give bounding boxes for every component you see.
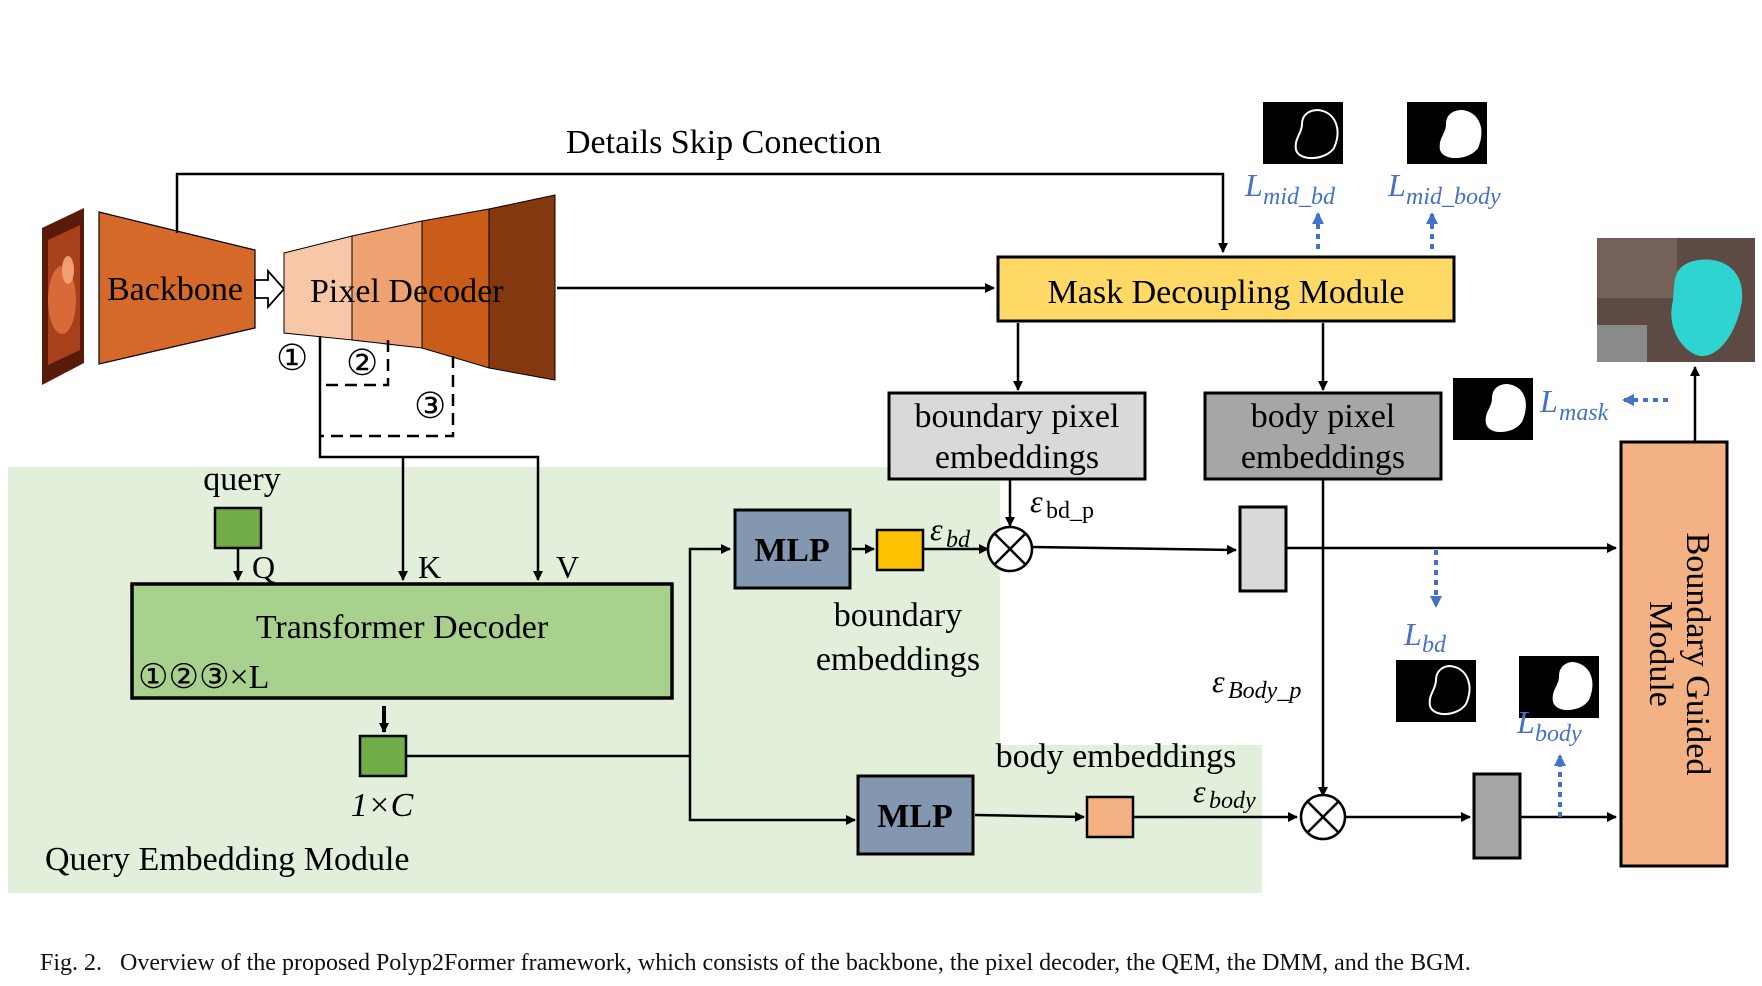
loss-mid-bd: L mid_bd bbox=[1244, 167, 1336, 210]
transformer-decoder-label: Transformer Decoder bbox=[256, 609, 549, 646]
eps-body-label: ε body bbox=[1193, 773, 1256, 814]
backbone-block bbox=[98, 211, 256, 365]
eps-bd-p-label: ε bd_p bbox=[1030, 483, 1094, 524]
svg-text:L: L bbox=[1403, 616, 1422, 652]
boundary-mult-to-mask-arrow bbox=[1031, 544, 1237, 555]
scale-marker-3: ③ bbox=[414, 386, 446, 426]
multiscale-feature-lines bbox=[320, 340, 455, 438]
query-to-mlp-top-arrow bbox=[688, 544, 731, 756]
details-skip-connection-line bbox=[175, 172, 1228, 253]
loss-bd-subscript: bd bbox=[1422, 632, 1447, 658]
pixel-decoder-stage-4 bbox=[488, 194, 556, 381]
boundary-embedding-square bbox=[875, 528, 925, 572]
transformer-repeat-label: ①②③×L bbox=[138, 659, 269, 696]
svg-text:L: L bbox=[1516, 704, 1535, 740]
body-multiply-op bbox=[1299, 793, 1347, 841]
body-pixel-line1: body pixel bbox=[1251, 398, 1395, 435]
loss-mid-body-subscript: mid_body bbox=[1406, 184, 1501, 210]
body-mask-bar bbox=[1472, 772, 1522, 860]
backbone-label: Backbone bbox=[107, 271, 243, 308]
body-embedding-square bbox=[1085, 795, 1135, 839]
mid-body-mask bbox=[1407, 102, 1487, 164]
query-out-label: 1×C bbox=[351, 787, 414, 824]
pixel-decoder-label: Pixel Decoder bbox=[310, 273, 504, 310]
bgm-label-line2: Module bbox=[1642, 601, 1679, 707]
loss-mid-bd-subscript: mid_bd bbox=[1263, 184, 1336, 210]
scale-marker-2: ② bbox=[346, 343, 378, 383]
loss-mask-subscript: mask bbox=[1559, 400, 1609, 426]
query-to-mlp-bottom-arrow bbox=[688, 756, 856, 825]
boundary-pixel-line2: embeddings bbox=[935, 439, 1099, 476]
loss-mask: L mask bbox=[1539, 383, 1609, 426]
qem-label: Query Embedding Module bbox=[45, 841, 410, 878]
transformer-decoder bbox=[130, 582, 674, 700]
input-image bbox=[42, 208, 84, 385]
query-square bbox=[213, 506, 263, 550]
eps-bd-label: ε bd bbox=[930, 511, 971, 553]
boundary-guided-module bbox=[1619, 440, 1729, 868]
figure-number: Fig. 2. bbox=[40, 950, 103, 976]
eps-body-p-label: ε Body_p bbox=[1212, 663, 1301, 704]
svg-text:ε: ε bbox=[930, 511, 943, 547]
q-label: Q bbox=[252, 549, 275, 585]
mlp-bottom-to-emb-arrow bbox=[974, 811, 1085, 822]
bd-gt-mask bbox=[1396, 660, 1476, 722]
query-label: query bbox=[203, 461, 280, 498]
svg-text:bd: bd bbox=[946, 527, 971, 553]
boundary-emb-line1: boundary bbox=[834, 597, 962, 634]
svg-text:L: L bbox=[1244, 167, 1263, 203]
body-embeddings-label: body embeddings bbox=[996, 738, 1237, 775]
svg-text:Body_p: Body_p bbox=[1228, 678, 1301, 704]
svg-text:ε: ε bbox=[1193, 773, 1206, 809]
scale-marker-1: ① bbox=[276, 338, 308, 378]
mlp-top bbox=[733, 508, 852, 590]
caption-text: Overview of the proposed Polyp2Former fr… bbox=[120, 950, 1471, 976]
boundary-multiply-op bbox=[986, 525, 1034, 573]
svg-text:ε: ε bbox=[1212, 663, 1225, 699]
loss-body: L body bbox=[1516, 704, 1582, 747]
mask-decoupling-module bbox=[996, 255, 1456, 323]
v-label: V bbox=[556, 549, 579, 585]
output-segmentation-image bbox=[1597, 238, 1755, 362]
mask-decoupling-label: Mask Decoupling Module bbox=[1048, 274, 1405, 311]
scale-1-line bbox=[318, 336, 543, 581]
svg-text:ε: ε bbox=[1030, 483, 1043, 519]
mlp-bottom-label: MLP bbox=[877, 798, 953, 835]
body-gt-mask bbox=[1519, 656, 1599, 718]
svg-text:body: body bbox=[1209, 788, 1256, 814]
body-pixel-line2: embeddings bbox=[1241, 439, 1405, 476]
gt-mask-image bbox=[1453, 378, 1533, 440]
k-label: K bbox=[418, 549, 441, 585]
boundary-pixel-line1: boundary pixel bbox=[915, 398, 1120, 435]
svg-text:L: L bbox=[1539, 383, 1558, 419]
loss-mid-body: L mid_body bbox=[1387, 167, 1501, 210]
backbone-to-decoder-arrow bbox=[254, 268, 286, 310]
query-out-square bbox=[358, 734, 408, 778]
boundary-emb-line2: embeddings bbox=[816, 641, 980, 678]
loss-body-subscript: body bbox=[1535, 721, 1582, 747]
mid-boundary-mask bbox=[1263, 102, 1343, 164]
mlp-top-label: MLP bbox=[754, 532, 830, 569]
loss-bd: L bd bbox=[1403, 616, 1447, 658]
svg-text:L: L bbox=[1387, 167, 1406, 203]
bgm-label-line1: Boundary Guided bbox=[1679, 533, 1716, 776]
boundary-pixel-embeddings-box bbox=[887, 391, 1147, 481]
mlp-bottom bbox=[856, 774, 975, 856]
details-skip-connection-label: Details Skip Conection bbox=[566, 124, 881, 161]
body-pixel-embeddings-box bbox=[1203, 391, 1443, 481]
boundary-mask-bar bbox=[1238, 505, 1288, 593]
svg-text:bd_p: bd_p bbox=[1046, 498, 1094, 524]
figure-caption: Fig. 2. Overview of the proposed Polyp2F… bbox=[40, 950, 1730, 977]
